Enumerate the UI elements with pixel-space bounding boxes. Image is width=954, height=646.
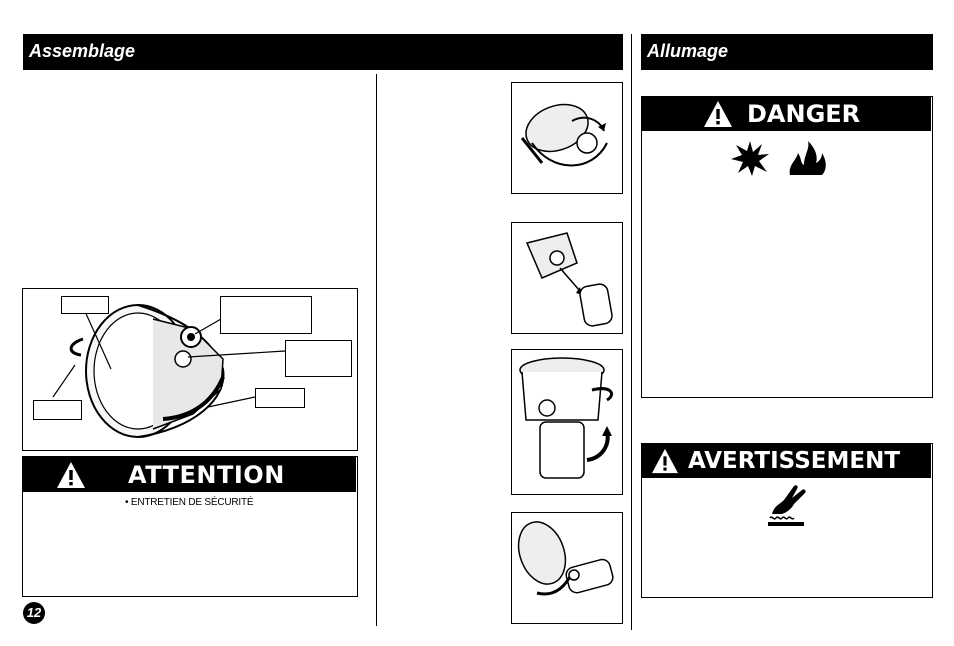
allumage-header: Allumage <box>641 34 933 70</box>
avertissement-heading: AVERTISSEMENT <box>688 448 901 474</box>
avertissement-header: AVERTISSEMENT <box>642 444 931 478</box>
lantern-illustration <box>52 304 286 438</box>
assemblage-title: Assemblage <box>29 41 136 61</box>
step-image-2 <box>511 222 623 334</box>
lantern-side-view-illustration <box>517 521 614 596</box>
lantern-upright-illustration <box>519 357 613 479</box>
attention-heading: ATTENTION <box>128 461 285 489</box>
page-number: 12 <box>23 602 45 624</box>
hot-surface-hand-icon <box>768 485 806 526</box>
step-image-4 <box>511 512 623 624</box>
attention-bullet: • ENTRETIEN DE SÉCURITÉ <box>125 497 254 508</box>
callout-box-lens <box>61 296 109 314</box>
callout-box-handle <box>255 388 305 408</box>
warning-triangle-icon <box>652 448 678 474</box>
avertissement-box: AVERTISSEMENT <box>641 443 933 598</box>
danger-box: DANGER <box>641 96 933 398</box>
callout-box-knob <box>220 296 312 334</box>
lantern-turn-knob-illustration <box>520 103 608 167</box>
lantern-cylinder-attach-illustration <box>525 232 613 327</box>
warning-triangle-icon <box>704 101 732 127</box>
explosion-icon <box>731 141 769 176</box>
attention-header: ATTENTION <box>23 457 356 492</box>
callout-box-hanger <box>33 400 82 420</box>
step-image-1 <box>511 82 623 194</box>
step-image-3 <box>511 349 623 495</box>
callout-box-igniter <box>285 340 352 377</box>
fire-icon <box>789 141 826 175</box>
danger-header: DANGER <box>642 97 931 131</box>
column-divider-left <box>376 74 377 626</box>
danger-heading: DANGER <box>747 100 861 128</box>
column-divider-right <box>631 34 632 630</box>
warning-triangle-icon <box>57 462 85 488</box>
allumage-title: Allumage <box>647 41 729 61</box>
assemblage-header: Assemblage <box>23 34 623 70</box>
attention-box: ATTENTION • ENTRETIEN DE SÉCURITÉ <box>22 456 358 597</box>
